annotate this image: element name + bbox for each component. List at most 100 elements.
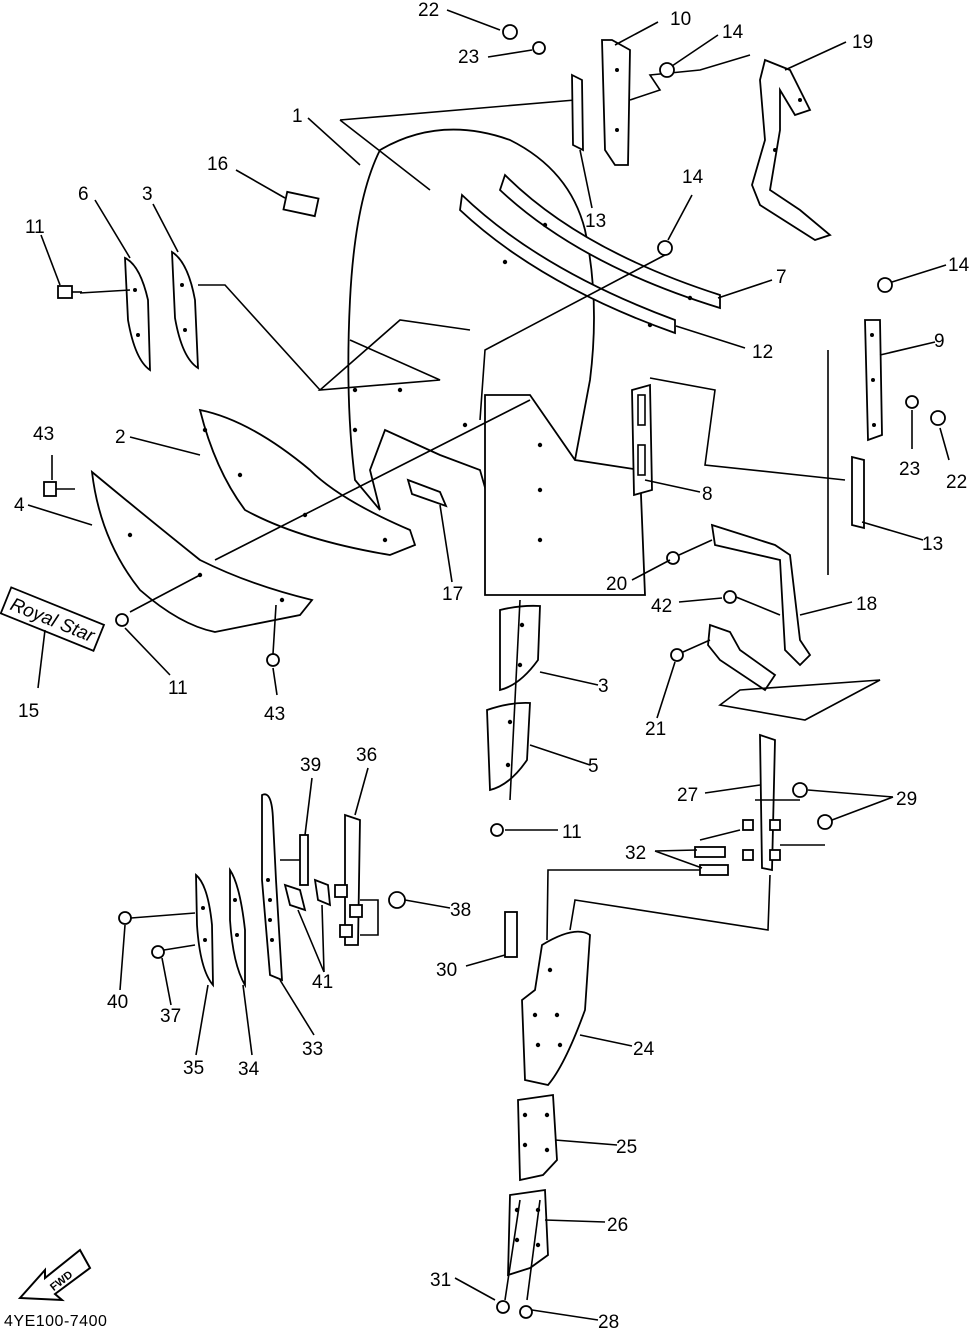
- callout-41: 41: [312, 972, 333, 993]
- callout-7: 7: [776, 267, 787, 288]
- royal-star-emblem: Royal Star: [0, 586, 106, 652]
- callout-labels: 22 10 14 19 23 1 16 13 14 6 3 11 7 12 9 …: [14, 0, 970, 1331]
- lower-cowl-part-2: [198, 408, 417, 556]
- bolt-part-22-upper: [502, 24, 518, 40]
- stay-part-18-lower: [707, 623, 777, 692]
- callout-4: 4: [14, 495, 25, 516]
- clip-part-41-b: [313, 878, 332, 907]
- callout-14-right: 14: [948, 255, 970, 276]
- callout-13-right: 13: [922, 534, 943, 555]
- nut-part-14-center: [657, 240, 673, 256]
- callout-43-bottom: 43: [264, 704, 285, 725]
- nut-part-38: [388, 891, 406, 909]
- nut-part-29-upper: [792, 782, 808, 798]
- callout-10: 10: [670, 9, 691, 30]
- bolt-part-28: [519, 1305, 533, 1319]
- bracket-part-12: [459, 193, 676, 335]
- side-shield-part-3-left: [171, 250, 199, 370]
- bolt-part-43-lower: [266, 604, 280, 667]
- clip-part-32-b: [699, 864, 729, 876]
- callout-14-mid: 14: [682, 167, 704, 188]
- callout-34: 34: [238, 1059, 260, 1080]
- clip-part-32-a: [694, 846, 726, 858]
- callout-33: 33: [302, 1039, 323, 1060]
- document-code: 4YE100-7400: [4, 1313, 108, 1330]
- callout-36: 36: [356, 745, 377, 766]
- callout-39: 39: [300, 755, 321, 776]
- bracket-part-13-upper: [571, 73, 584, 152]
- callout-29: 29: [896, 789, 917, 810]
- fwd-arrow-icon: FWD: [17, 1248, 92, 1302]
- callout-21: 21: [645, 719, 666, 740]
- callout-22-right: 22: [946, 472, 967, 493]
- callout-9: 9: [934, 331, 945, 352]
- bolt-part-31: [496, 1300, 510, 1314]
- callout-13-top: 13: [585, 211, 606, 232]
- callout-35: 35: [183, 1058, 204, 1079]
- callout-19: 19: [852, 32, 873, 53]
- callout-37: 37: [160, 1006, 181, 1027]
- bolt-part-21: [670, 639, 711, 662]
- callout-14-top: 14: [722, 22, 744, 43]
- callout-28: 28: [598, 1312, 619, 1331]
- shield-part-26: [507, 1188, 549, 1277]
- callout-20: 20: [606, 574, 627, 595]
- callout-40: 40: [107, 992, 128, 1013]
- callout-2: 2: [115, 427, 126, 448]
- callout-22-top: 22: [418, 0, 439, 21]
- callout-11-center: 11: [562, 822, 582, 843]
- bracket-part-8: [631, 383, 653, 497]
- callout-3-left: 3: [142, 184, 153, 205]
- clip-part-30: [504, 911, 518, 958]
- callout-3-center: 3: [598, 676, 609, 697]
- callout-11-left: 11: [25, 217, 45, 238]
- bolt-part-42: [723, 590, 781, 616]
- callout-25: 25: [616, 1137, 637, 1158]
- nut-part-29-lower: [817, 814, 833, 830]
- bolt-part-37: [151, 944, 196, 959]
- callout-31: 31: [430, 1270, 451, 1291]
- callout-6: 6: [78, 184, 89, 205]
- label-plate-part-16: [282, 190, 320, 218]
- callout-42: 42: [651, 596, 672, 617]
- stay-part-18: [710, 523, 812, 667]
- bracket-part-17: [406, 478, 448, 508]
- callout-12: 12: [752, 342, 773, 363]
- leader-lines: [27, 9, 950, 1321]
- shield-part-5: [486, 701, 531, 792]
- clip-part-41-a: [283, 883, 307, 912]
- callout-26: 26: [607, 1215, 628, 1236]
- washer-part-23-upper: [532, 41, 546, 55]
- shield-part-25: [517, 1093, 558, 1182]
- bolt-part-11-center: [490, 823, 504, 837]
- callout-17: 17: [442, 584, 463, 605]
- nut-part-14-upper: [659, 62, 675, 78]
- bolt-part-40: [118, 911, 196, 925]
- shield-part-3-center: [499, 604, 541, 692]
- panel-part-35: [195, 873, 214, 988]
- callout-16: 16: [207, 154, 228, 175]
- callout-38: 38: [450, 900, 471, 921]
- bracket-part-13-right: [851, 455, 865, 530]
- panel-part-34: [229, 867, 246, 989]
- callout-11-mid: 11: [168, 678, 188, 699]
- callout-18: 18: [856, 594, 877, 615]
- callout-27: 27: [677, 785, 698, 806]
- callout-23-right: 23: [899, 459, 920, 480]
- washer-part-23-right: [905, 395, 919, 409]
- bolt-part-11-lower: [115, 613, 129, 627]
- callout-8: 8: [702, 484, 713, 505]
- bolt-part-43-left: [43, 481, 75, 497]
- callout-24: 24: [633, 1039, 655, 1060]
- bracket-part-10: [601, 39, 631, 166]
- callout-32: 32: [625, 843, 646, 864]
- side-shield-part-6: [124, 256, 151, 372]
- callout-1: 1: [292, 106, 303, 127]
- bolt-part-22-right: [930, 410, 946, 426]
- nut-part-14-right: [877, 277, 893, 293]
- panel-part-33: [261, 793, 283, 982]
- callout-15: 15: [18, 701, 39, 722]
- callout-23-top: 23: [458, 47, 479, 68]
- callout-43-top: 43: [33, 424, 54, 445]
- bolt-part-20: [666, 539, 713, 565]
